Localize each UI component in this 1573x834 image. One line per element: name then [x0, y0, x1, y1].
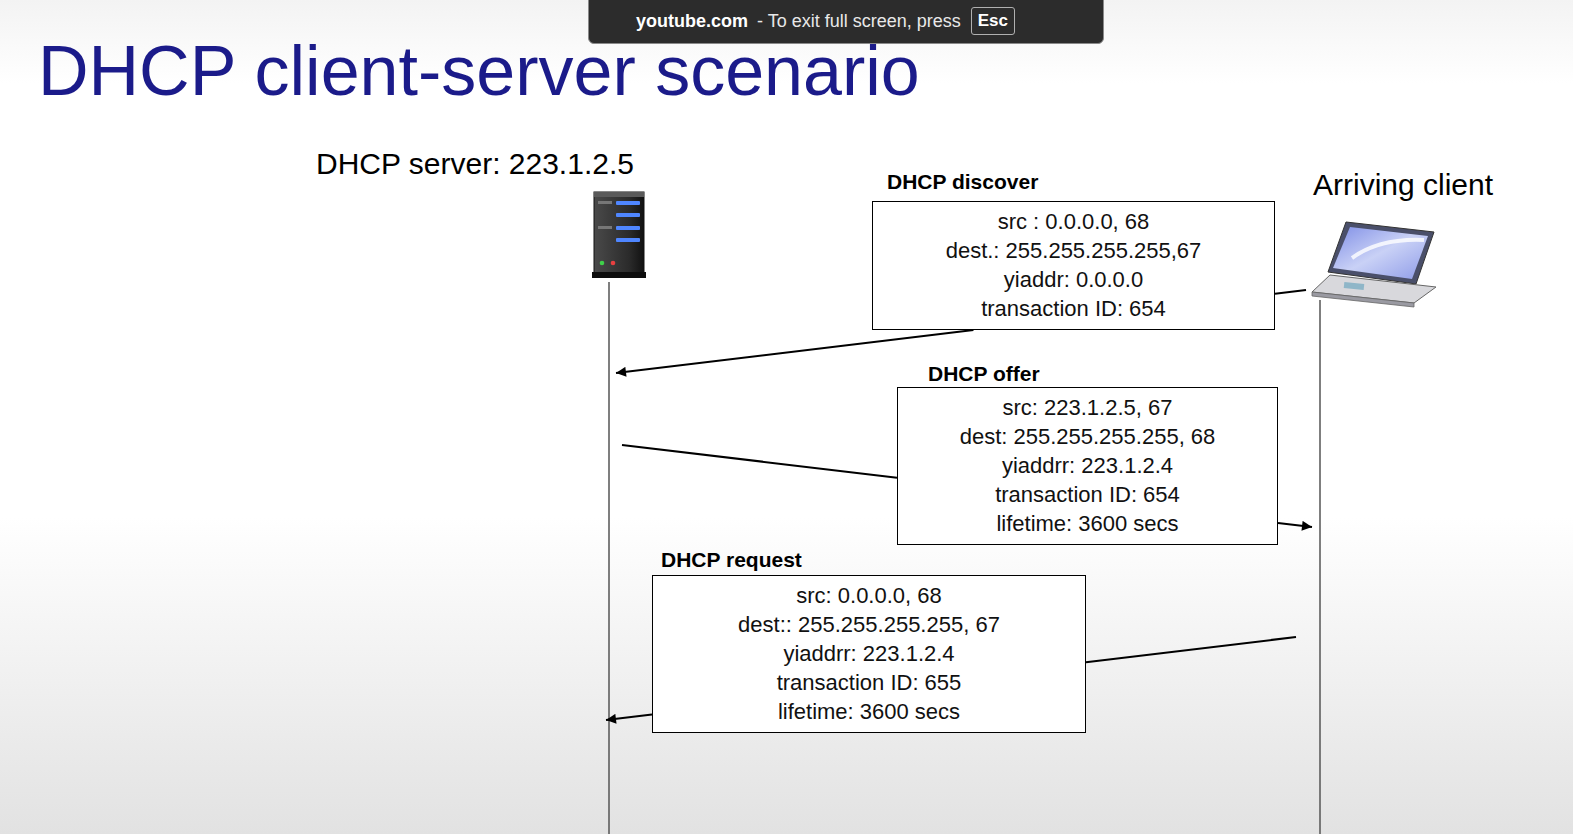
- message-field: dest: 255.255.255.255, 68: [912, 422, 1263, 451]
- message-field: transaction ID: 655: [667, 668, 1071, 697]
- message-name: DHCP offer: [928, 361, 1040, 386]
- message-arrow: [622, 445, 897, 478]
- message-field: yiaddrr: 223.1.2.4: [912, 451, 1263, 480]
- message-field: dest:: 255.255.255.255, 67: [667, 610, 1071, 639]
- actor-label: Arriving client: [1313, 168, 1493, 202]
- message-arrow: [1086, 637, 1296, 662]
- message-field: yiaddr: 0.0.0.0: [887, 265, 1260, 294]
- message-field: src: 223.1.2.5, 67: [912, 393, 1263, 422]
- message-field: lifetime: 3600 secs: [667, 697, 1071, 726]
- slide-title: DHCP client-server scenario: [38, 36, 920, 106]
- client-timeline: [1319, 300, 1321, 834]
- message-name: DHCP discover: [887, 169, 1038, 194]
- message-field: src : 0.0.0.0, 68: [887, 207, 1260, 236]
- message-box: DHCP offersrc: 223.1.2.5, 67dest: 255.25…: [897, 387, 1278, 545]
- site-name: youtube.com: [636, 11, 748, 32]
- key-cap: Esc: [971, 7, 1015, 35]
- message-box: DHCP discoversrc : 0.0.0.0, 68dest.: 255…: [872, 201, 1275, 330]
- laptop-icon: [1312, 222, 1436, 307]
- message-field: src: 0.0.0.0, 68: [667, 581, 1071, 610]
- message-arrow: [616, 330, 973, 373]
- message-arrow: [1275, 290, 1306, 294]
- message-field: dest.: 255.255.255.255,67: [887, 236, 1260, 265]
- message-field: lifetime: 3600 secs: [912, 509, 1263, 538]
- message-arrow: [606, 714, 652, 720]
- message-box: DHCP requestsrc: 0.0.0.0, 68dest:: 255.2…: [652, 575, 1086, 733]
- server-timeline: [608, 282, 610, 834]
- message-field: yiaddrr: 223.1.2.4: [667, 639, 1071, 668]
- message-field: transaction ID: 654: [887, 294, 1260, 323]
- server-icon: [592, 192, 646, 278]
- actor-label: DHCP server: 223.1.2.5: [316, 147, 634, 181]
- actor-name: DHCP server: 223.1.2.5: [316, 147, 634, 181]
- actor-name: Arriving client: [1313, 168, 1493, 202]
- message-name: DHCP request: [661, 547, 802, 572]
- exit-hint: - To exit full screen, press: [757, 11, 961, 32]
- message-arrow: [1278, 523, 1312, 527]
- fullscreen-notice: youtube.com - To exit full screen, press E…: [588, 0, 1104, 44]
- message-field: transaction ID: 654: [912, 480, 1263, 509]
